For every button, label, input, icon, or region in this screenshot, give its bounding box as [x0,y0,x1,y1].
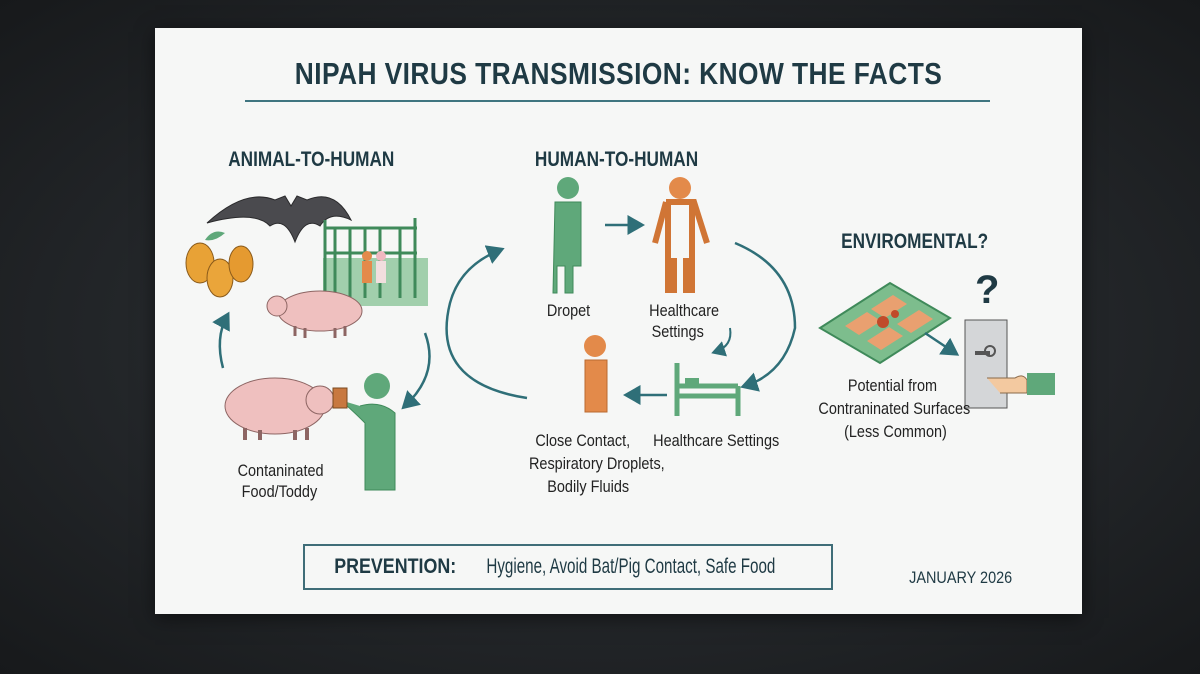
label-contaminated-food-line2: Food/Toddy [241,482,318,501]
mango-icon [185,231,254,298]
pig-icon [266,290,363,338]
title-divider [245,100,990,102]
pig-icon [224,377,335,440]
label-close-contact-line2: Respiratory Droplets, [528,454,665,473]
label-contaminated-food-line1: Contaninated [237,461,324,480]
label-droplet: Dropet [546,301,591,320]
label-env-line1: Potential from [847,376,938,395]
bat-icon [206,195,353,244]
hand-touching-icon [987,373,1055,395]
infected-person-icon [652,177,710,293]
label-close-contact-line1: Close Contact, [535,431,631,450]
poster-title: NIPAH VIRUS TRANSMISSION: KNOW THE FACTS [294,56,943,91]
label-env-line2: Contraninated Surfaces [818,399,971,418]
label-healthcare-line2: Settings [651,322,704,341]
label-healthcare-settings: Healthcare Settings [653,431,780,450]
hospital-bed-icon [674,363,741,416]
prevention-prefix: PREVENTION: [334,555,457,578]
prevention-box: PREVENTION: Hygiene, Avoid Bat/Pig Conta… [303,544,833,590]
infographic-poster: NIPAH VIRUS TRANSMISSION: KNOW THE FACTS [155,28,1082,614]
question-mark: ? [975,268,1000,312]
coughing-person-icon [552,177,582,294]
prevention-text: Hygiene, Avoid Bat/Pig Contact, Safe Foo… [486,555,776,578]
person-drinking-icon [332,373,396,491]
heading-animal-to-human: ANIMAL-TO-HUMAN [228,148,395,171]
date-label: JANUARY 2026 [909,568,1013,587]
heading-human-to-human: HUMAN-TO-HUMAN [534,148,699,171]
label-healthcare-line1: Healthcare [649,301,720,320]
door-icon [964,319,1008,409]
contaminated-surface-icon [818,281,952,365]
illustrations [185,177,1055,491]
label-close-contact-line3: Bodily Fluids [547,477,630,496]
heading-environmental: ENVIROMENTAL? [841,230,989,253]
sick-person-icon [584,335,608,413]
label-env-line3: (Less Common) [844,422,947,441]
